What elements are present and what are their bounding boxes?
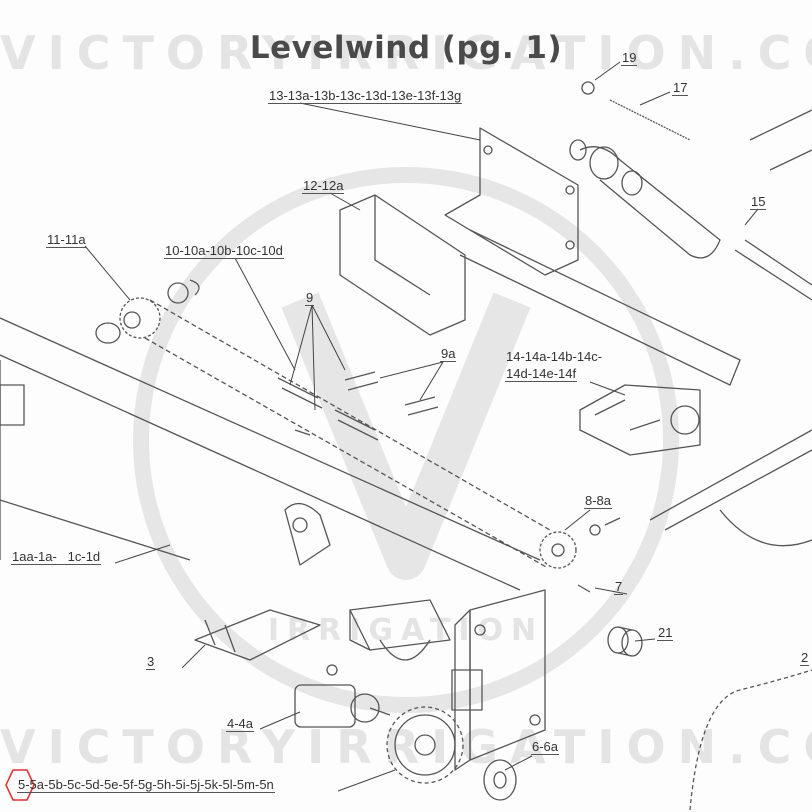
small-sprocket-8: [539, 517, 621, 569]
flange-bearing: [294, 664, 391, 728]
callout-19[interactable]: 19: [621, 50, 638, 66]
base-plate: [194, 609, 321, 661]
callout-10[interactable]: 10-10a-10b-10c-10d: [164, 243, 284, 259]
callout-13[interactable]: 13-13a-13b-13c-13d-13e-13f-13g: [268, 88, 463, 104]
callout-6[interactable]: 6-6a: [531, 739, 560, 755]
chain-links: [277, 377, 379, 441]
callout-7[interactable]: 7: [614, 579, 624, 595]
callout-4[interactable]: 4-4a: [226, 716, 255, 732]
shaft: [569, 109, 812, 301]
main-frame-beam: [0, 317, 541, 591]
channel-bracket: [339, 194, 466, 336]
mounting-plate: [444, 127, 741, 386]
watermark-top: VICTORYIRRIGATION.COM: [0, 26, 812, 80]
bushing: [607, 626, 643, 657]
callout-9[interactable]: 9: [305, 290, 315, 306]
drive-chain: [144, 299, 551, 569]
channel-rail: [649, 429, 812, 547]
callout-21[interactable]: 21: [657, 625, 674, 641]
key: [577, 584, 591, 593]
bearing-bracket: [349, 599, 451, 661]
callout-14-line1[interactable]: 14-14a-14b-14c-: [506, 349, 603, 364]
callout-2[interactable]: 2: [800, 650, 810, 666]
chain-2: [689, 669, 812, 811]
callout-5[interactable]: 5-5a-5b-5c-5d-5e-5f-5g-5h-5i-5j-5k-5l-5m…: [17, 777, 275, 793]
callout-8[interactable]: 8-8a: [584, 493, 613, 509]
callout-17[interactable]: 17: [672, 80, 689, 96]
pivot-bracket: [579, 384, 701, 456]
watermark-logo-text: IRRIGATION: [268, 613, 544, 648]
callout-11[interactable]: 11-11a: [46, 232, 87, 248]
callout-1[interactable]: 1aa-1a- 1c-1d: [11, 549, 102, 565]
watermark-logo: [133, 167, 679, 713]
large-sprocket: [386, 706, 464, 784]
page-title: Levelwind (pg. 1): [249, 30, 563, 66]
callout-3[interactable]: 3: [146, 654, 156, 670]
watermark-bottom: VICTORYIRRIGATION.COM: [0, 720, 812, 774]
threaded-rod: [609, 99, 691, 141]
callout-15[interactable]: 15: [750, 194, 767, 210]
callout-12[interactable]: 12-12a: [302, 178, 345, 194]
leader-lines: [84, 61, 759, 792]
collar: [483, 759, 517, 801]
nut: [581, 81, 595, 95]
callout-9a[interactable]: 9a: [440, 346, 457, 362]
selected-callout-marker[interactable]: [5, 769, 35, 801]
sprocket-11: [95, 279, 200, 344]
connecting-pins: [344, 371, 439, 416]
callout-14-line2[interactable]: 14d-14e-14f: [505, 366, 578, 382]
